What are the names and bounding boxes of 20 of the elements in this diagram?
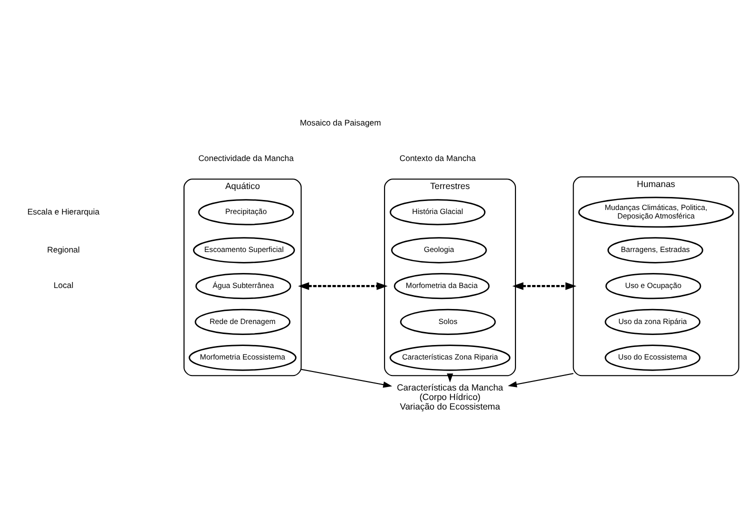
node-ellipse: Morfometria Ecossistema	[188, 344, 296, 371]
node-ellipse: Escoamento Superficial	[193, 237, 295, 264]
arrow	[512, 282, 576, 290]
node-ellipse: Solos	[400, 308, 496, 335]
node-text: Características da Mancha (Corpo Hídrico) Variação do Ecossistema	[396, 382, 504, 412]
node-ellipse: Uso do Ecossistema	[604, 344, 700, 371]
node-ellipse: Morfometria da Bacia	[394, 272, 490, 300]
node-ellipse: Uso e Ocupação	[605, 272, 702, 300]
node-ellipse: Precipitação	[198, 199, 294, 226]
arrow	[508, 373, 574, 388]
node-ellipse: Mudanças Climáticas, Politica, Deposição Atmosférica	[578, 196, 734, 228]
node-ellipse: Barragens, Estradas	[607, 237, 704, 264]
node-ellipse: Rede de Drenagem	[194, 308, 290, 335]
node-ellipse: Características Zona Riparia	[390, 344, 510, 371]
arrow	[301, 368, 392, 388]
arrow	[298, 282, 388, 290]
node-ellipse: Água Subterrânea	[195, 272, 292, 300]
node-ellipse: Uso da zona Ripária	[604, 308, 700, 335]
node-ellipse: Geologia	[391, 237, 487, 264]
node-ellipse: História Glacial	[390, 199, 486, 226]
